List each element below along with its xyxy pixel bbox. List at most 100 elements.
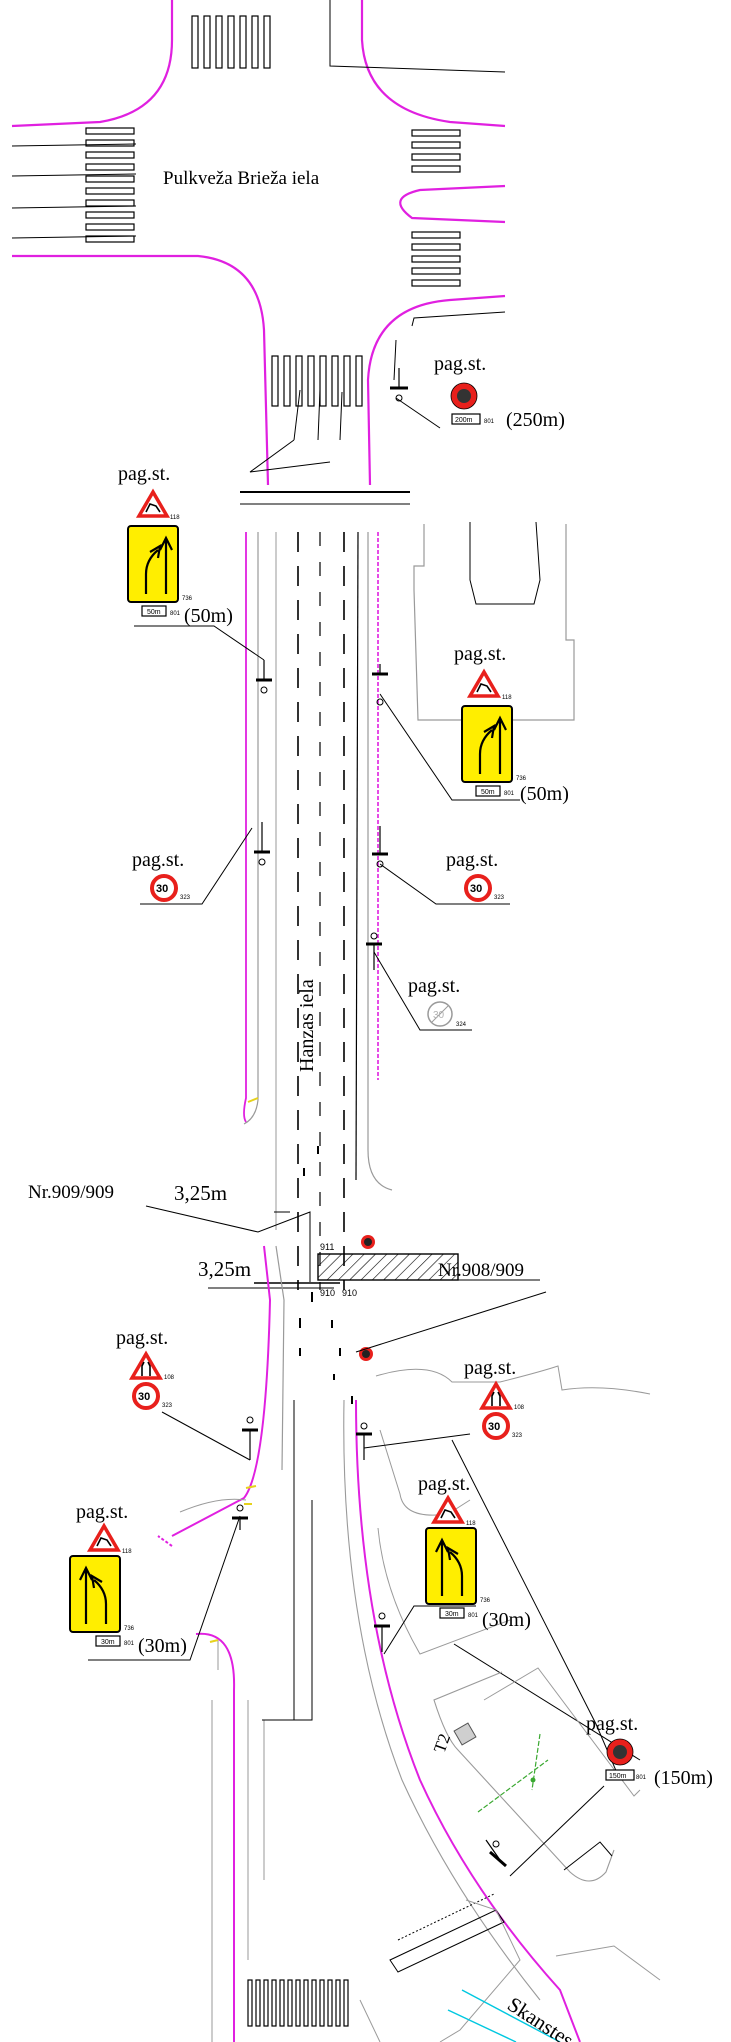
- roadworks-warning-sign: [135, 488, 171, 518]
- sign-code: 108: [514, 1405, 525, 1411]
- sign-code: 323: [180, 895, 191, 901]
- sign-code: 736: [480, 1598, 491, 1604]
- plate-text: 30m: [445, 1611, 459, 1618]
- sign-assembly-8: pag.st. 108 30 323: [356, 1357, 525, 1460]
- work-zone: 3,25m 3,25m Nr.909/909 Nr.908/909 911 91…: [28, 1146, 547, 1404]
- distance-plate: [95, 1635, 121, 1647]
- mark-910b: 910: [342, 1288, 357, 1298]
- sign-code: 736: [516, 776, 527, 782]
- sign-code: 736: [124, 1626, 135, 1632]
- sign-assembly-6: pag.st. 30 324: [366, 932, 472, 1031]
- sign-assembly-10: pag.st. 118 736 30m 801 (30m): [374, 1473, 531, 1655]
- roadworks-warning-sign: [86, 1522, 122, 1552]
- plate-text: 30m: [101, 1639, 115, 1646]
- road-edge: [399, 184, 506, 224]
- road-edge: [11, 0, 174, 128]
- sign-code: 118: [170, 515, 180, 521]
- street-name-bottom: Skanstes: [503, 1992, 578, 2042]
- mark-911: 911: [320, 1242, 334, 1252]
- plate-text: 50m: [147, 609, 161, 616]
- distance-plate: [439, 1607, 465, 1619]
- speed-limit-sign: [464, 874, 492, 902]
- sign-code: 801: [170, 611, 181, 617]
- dimension-label-2: 3,25m: [198, 1257, 251, 1281]
- building-t2: [453, 1722, 477, 1746]
- speed-limit-sign: [482, 1412, 510, 1440]
- intersection: Pulkveža Brieža iela: [11, 0, 506, 505]
- street-name-top: Pulkveža Brieža iela: [163, 168, 320, 189]
- sign-post-label: pag.st.: [434, 353, 486, 375]
- sign-assembly-1: pag.st. 200m 801 (250m): [390, 353, 565, 431]
- distance-plate: [141, 605, 167, 617]
- sign-assembly-4: pag.st. 30 323: [132, 822, 270, 905]
- lane-merge-sign: [461, 705, 513, 783]
- point-label-908: Nr.908/909: [438, 1260, 524, 1281]
- speed-limit-value: 30: [138, 1391, 150, 1403]
- sign-distance: (250m): [506, 409, 565, 431]
- sign-code: 118: [502, 695, 512, 701]
- road-edge: [366, 294, 506, 486]
- sign-assembly-2: pag.st. 118 736 50m 801 (50m): [118, 463, 272, 694]
- sign-code: 801: [636, 1775, 647, 1781]
- plate-text: 200m: [455, 417, 473, 424]
- building-label: T2: [430, 1731, 454, 1755]
- sign-assembly-11: pag.st. 150m 801 (150m): [485, 1713, 713, 1877]
- sign-post-label: pag.st.: [464, 1357, 516, 1379]
- sign-post-label: pag.st.: [132, 849, 184, 871]
- dimension-label-1: 3,25m: [174, 1181, 227, 1205]
- road-edge: [12, 254, 270, 486]
- sign-post-label: pag.st.: [446, 849, 498, 871]
- sign-post-label: pag.st.: [118, 463, 170, 485]
- sign-distance: (50m): [184, 605, 233, 627]
- road-narrows-sign: [478, 1380, 514, 1410]
- street-name-main: Hanzas iela: [296, 979, 318, 1072]
- sign-code: 324: [456, 1022, 467, 1028]
- road-narrows-sign: [128, 1350, 164, 1380]
- sign-assembly-9: pag.st. 118 736 30m 801 (30m): [69, 1501, 248, 1661]
- lane-merge-sign: [425, 1527, 477, 1605]
- sign-code: 118: [122, 1549, 132, 1555]
- sign-post-label: pag.st.: [586, 1713, 638, 1735]
- sign-code: 323: [162, 1403, 173, 1409]
- speed-limit-value: 30: [156, 883, 168, 895]
- roadworks-warning-sign: [466, 668, 502, 698]
- distance-plate: [605, 1769, 635, 1781]
- sign-distance: (150m): [654, 1767, 713, 1789]
- plate-text: 50m: [481, 789, 495, 796]
- sign-distance: (30m): [482, 1609, 531, 1631]
- sign-code: 801: [484, 419, 495, 425]
- sign-code: 323: [494, 895, 505, 901]
- sign-assembly-3: pag.st. 118 736 50m 801 (50m): [372, 643, 569, 805]
- sign-code: 801: [468, 1613, 479, 1619]
- road-edge-left: [243, 532, 247, 1123]
- speed-limit-value: 30: [470, 883, 482, 895]
- sign-assembly-5: pag.st. 30 323: [372, 826, 510, 905]
- lane-merge-sign: [127, 525, 179, 603]
- sign-code: 736: [182, 596, 193, 602]
- sign-code: 108: [164, 1375, 175, 1381]
- sign-post-label: pag.st.: [454, 643, 506, 665]
- road-edge-curve: [355, 1399, 581, 2042]
- lower-area: T2 Skanstes: [157, 1245, 661, 2042]
- speed-limit-value: 30: [433, 1010, 445, 1021]
- sign-code: 801: [504, 791, 515, 797]
- roadworks-warning-sign: [430, 1494, 466, 1524]
- speed-limit-sign: [150, 874, 178, 902]
- distance-plate: [451, 413, 481, 425]
- speed-limit-value: 30: [488, 1421, 500, 1433]
- green-cable: [477, 1733, 549, 1813]
- main-road: Hanzas iela: [243, 521, 575, 1290]
- sign-distance: (30m): [138, 1635, 187, 1657]
- mark-910a: 910: [320, 1288, 335, 1298]
- lane-merge-sign: [69, 1555, 121, 1633]
- distance-plate: [475, 785, 501, 797]
- sign-post-label: pag.st.: [76, 1501, 128, 1523]
- sign-post-label: pag.st.: [116, 1327, 168, 1349]
- plate-text: 150m: [609, 1773, 627, 1780]
- sign-post-label: pag.st.: [408, 975, 460, 997]
- speed-limit-sign: [132, 1382, 160, 1410]
- sign-code: 118: [466, 1521, 476, 1527]
- sign-code: 323: [512, 1433, 523, 1439]
- sign-post-label: pag.st.: [418, 1473, 470, 1495]
